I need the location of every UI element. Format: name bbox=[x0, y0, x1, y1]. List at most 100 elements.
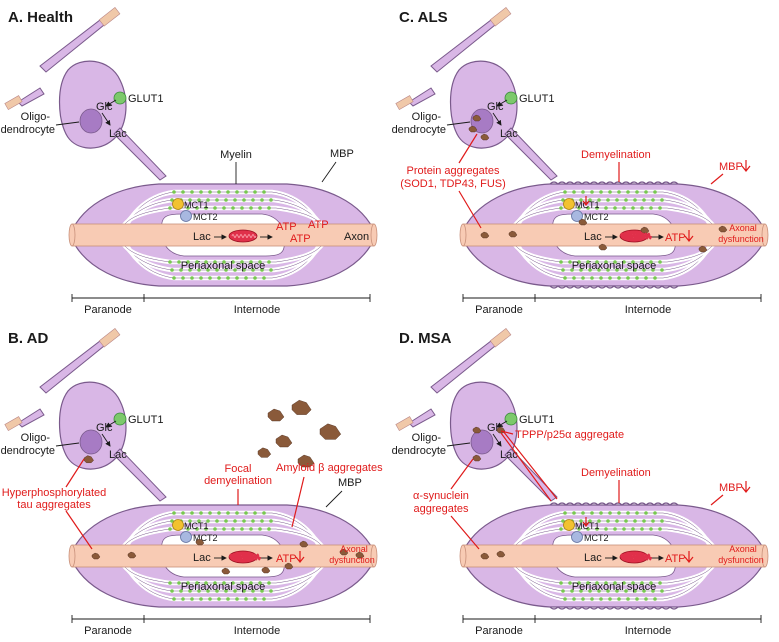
mbp-dot bbox=[244, 276, 248, 280]
mbp-dot bbox=[559, 581, 563, 585]
aggregate bbox=[508, 230, 518, 238]
mbp-dot bbox=[586, 260, 590, 264]
aggregate bbox=[339, 548, 349, 556]
mbp-dot bbox=[633, 268, 637, 272]
mbp-dot bbox=[604, 260, 608, 264]
mbp-dot bbox=[190, 190, 194, 194]
paranode-label: Paranode bbox=[84, 625, 132, 637]
mct1-label: MCT1 bbox=[575, 521, 600, 531]
mbp-dot bbox=[622, 527, 626, 531]
mbp-dot bbox=[561, 589, 565, 593]
arrow bbox=[101, 433, 111, 447]
mbp-dot bbox=[204, 206, 208, 210]
amyloid-aggregate bbox=[291, 399, 312, 415]
oligodendrocyte-label: dendrocyte bbox=[1, 124, 55, 136]
mbp-dot bbox=[642, 268, 646, 272]
mct1-label: MCT1 bbox=[184, 200, 209, 210]
mbp-dot bbox=[199, 597, 203, 601]
tau-label: Hyperphosphorylated bbox=[2, 487, 107, 499]
arrow bbox=[492, 433, 502, 447]
internode-label: Internode bbox=[625, 625, 671, 637]
axon-end bbox=[68, 223, 76, 247]
mbp-dot bbox=[267, 581, 271, 585]
mbp-dot bbox=[561, 519, 565, 523]
mbp-dot bbox=[597, 589, 601, 593]
mbp-dot bbox=[235, 511, 239, 515]
mbp-dot bbox=[595, 581, 599, 585]
mbp-dot bbox=[222, 206, 226, 210]
lac-label: Lac bbox=[584, 231, 602, 243]
aggregate bbox=[472, 426, 482, 434]
mbp-dot bbox=[563, 511, 567, 515]
oligodendrocyte-label: Oligo- bbox=[412, 432, 442, 444]
demyelination-label: Demyelination bbox=[581, 149, 651, 161]
mbp-dot bbox=[215, 198, 219, 202]
axon-end bbox=[459, 544, 467, 568]
mbp-dot bbox=[251, 519, 255, 523]
axon-stub bbox=[489, 7, 512, 27]
amyloid-aggregate bbox=[319, 423, 342, 440]
mbp-dot bbox=[608, 597, 612, 601]
mbp-dot bbox=[640, 581, 644, 585]
oligodendrocyte-process bbox=[504, 448, 558, 502]
mbp-dot bbox=[186, 581, 190, 585]
arrow bbox=[496, 99, 508, 107]
mbp-dot bbox=[170, 198, 174, 202]
atp-label: ATP bbox=[308, 219, 329, 231]
mbp-dot bbox=[199, 190, 203, 194]
mbp-dot bbox=[658, 260, 662, 264]
aggregate bbox=[480, 552, 490, 560]
leader-line bbox=[291, 476, 305, 528]
mbp-dot bbox=[644, 511, 648, 515]
mct1-transporter bbox=[563, 519, 575, 531]
internode-label: Internode bbox=[234, 625, 280, 637]
mbp-dot bbox=[626, 511, 630, 515]
demyelinated-edge bbox=[549, 285, 679, 289]
mbp-dot bbox=[660, 268, 664, 272]
leader-line bbox=[710, 173, 724, 185]
mbp-dot bbox=[635, 511, 639, 515]
mbp-dot bbox=[215, 519, 219, 523]
mbp-dot bbox=[588, 198, 592, 202]
mbp-dot bbox=[195, 527, 199, 531]
mbp-dot bbox=[224, 589, 228, 593]
protein-label: (SOD1, TDP43, FUS) bbox=[400, 178, 506, 190]
mbp-dot bbox=[577, 527, 581, 531]
oligodendrocyte-cell-body bbox=[449, 381, 518, 470]
mbp-dot bbox=[244, 511, 248, 515]
glut1-label: GLUT1 bbox=[128, 93, 163, 105]
amyloid-aggregate bbox=[257, 447, 272, 458]
oligodendrocyte-label: dendrocyte bbox=[392, 445, 446, 457]
mbp-dot bbox=[581, 597, 585, 601]
mbp-dot bbox=[186, 260, 190, 264]
mbp-dot bbox=[249, 581, 253, 585]
amyloid-label: Amyloid β aggregates bbox=[276, 462, 383, 474]
mbp-dot bbox=[586, 206, 590, 210]
axon-end bbox=[761, 223, 769, 247]
mbp-dot bbox=[635, 276, 639, 280]
mbp-dot bbox=[195, 206, 199, 210]
mbp-dot bbox=[604, 206, 608, 210]
mbp-dot bbox=[570, 589, 574, 593]
amyloid-aggregate bbox=[275, 434, 293, 448]
mbp-dot bbox=[559, 527, 563, 531]
mbp-dot bbox=[651, 519, 655, 523]
mbp-dot bbox=[269, 198, 273, 202]
mbp-dot bbox=[644, 276, 648, 280]
mbp-dot bbox=[267, 260, 271, 264]
leader-line bbox=[458, 133, 478, 164]
mbp-dot bbox=[231, 260, 235, 264]
mbp-dot bbox=[651, 268, 655, 272]
leader-line bbox=[450, 515, 480, 550]
myelin-label: Myelin bbox=[220, 149, 252, 161]
axon bbox=[71, 223, 375, 247]
mbp-dot bbox=[615, 589, 619, 593]
axon-label: Axon bbox=[344, 231, 369, 243]
mbp-dot bbox=[172, 597, 176, 601]
mbp-dot bbox=[181, 276, 185, 280]
mbp-dot bbox=[624, 268, 628, 272]
mbp-dot bbox=[197, 268, 201, 272]
aggregate bbox=[480, 133, 490, 141]
axon-stub bbox=[395, 416, 414, 432]
mbp-dot bbox=[608, 511, 612, 515]
